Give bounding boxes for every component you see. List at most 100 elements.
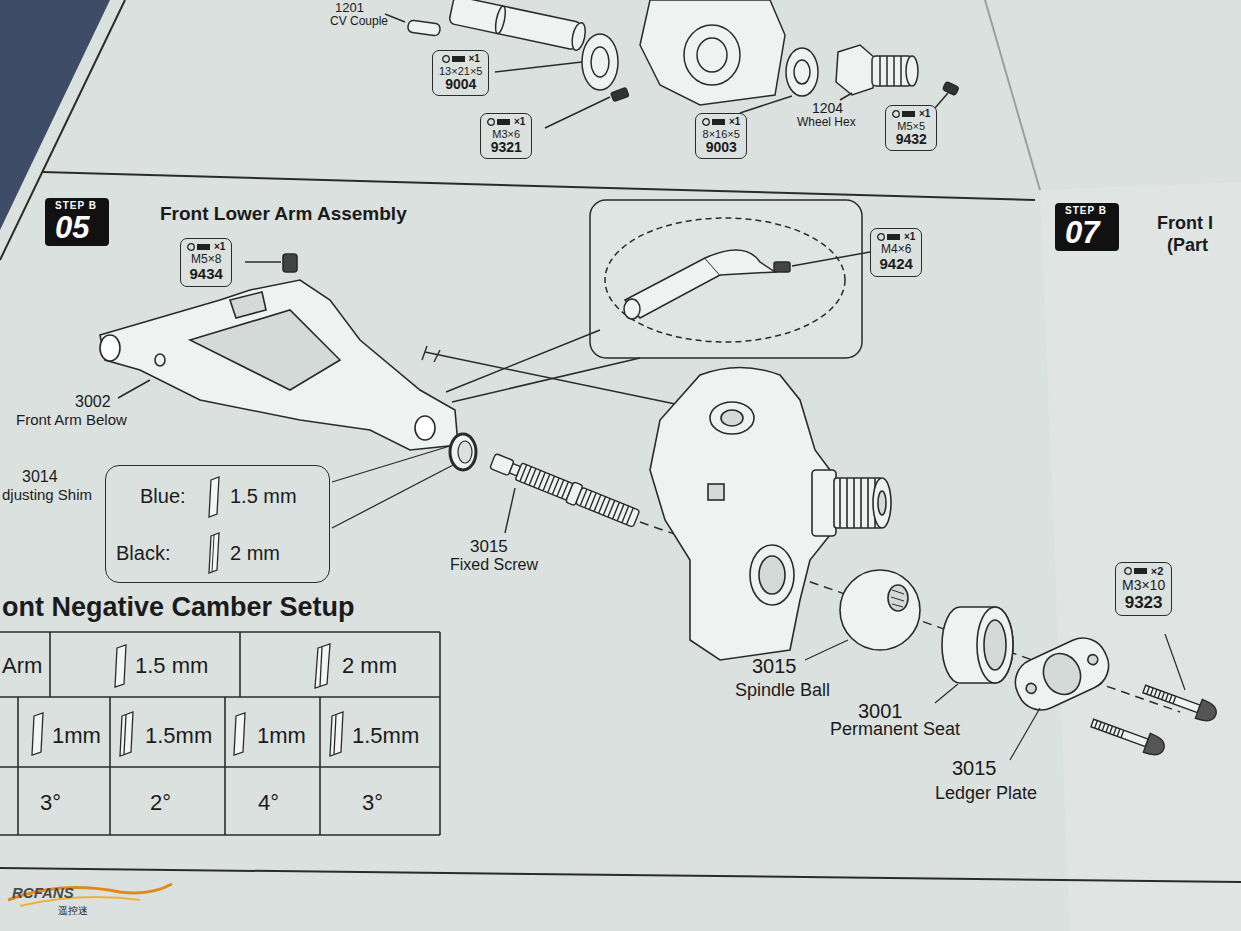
fixed-screw: [580, 489, 633, 524]
washer-icon: [703, 118, 710, 125]
table-cell: 1.5mm: [352, 723, 419, 748]
upper-step-parts: [582, 34, 618, 90]
table-cell: 2 mm: [342, 653, 397, 678]
quantity-row: ×1: [487, 116, 525, 128]
upper-step-parts: [407, 20, 440, 36]
screw-icon: [902, 111, 915, 117]
shim-icons: [32, 713, 43, 755]
step-number: 07: [1065, 217, 1107, 248]
quantity-row: ×1: [702, 116, 740, 128]
permanent-seat: [977, 607, 1013, 683]
camber-table-grid: [0, 632, 440, 835]
ledger-plate: [1008, 630, 1117, 718]
watermark-flame: [8, 884, 172, 906]
detail-callout: [624, 299, 640, 319]
step-badge: STEP B07: [1055, 203, 1119, 251]
step-tag: STEP B: [1065, 205, 1107, 217]
shim-icon: [212, 535, 214, 572]
quantity-row: ×1: [187, 241, 225, 253]
hardware-size: M4×6: [877, 243, 915, 256]
upper-step-parts: [591, 47, 609, 77]
quantity: ×2: [1151, 565, 1164, 578]
part-number: 9432: [892, 132, 930, 148]
upper-step-parts: [494, 5, 508, 34]
steering-knuckle: [840, 478, 875, 528]
quantity: ×1: [214, 241, 225, 253]
upper-step-parts: [697, 38, 727, 72]
steering-knuckle: [878, 491, 886, 515]
table-cell: 2°: [150, 790, 171, 815]
camber-table-grid: [319, 697, 321, 835]
spindle-ball: [840, 570, 920, 650]
shim-thickness: 2 mm: [230, 541, 280, 565]
steering-knuckle: [873, 478, 891, 528]
upper-step-parts: [740, 96, 792, 113]
table-cell: Arm: [2, 653, 42, 678]
table-cell: 3°: [40, 790, 61, 815]
shim-icon: [206, 532, 224, 574]
page-ground: [0, 0, 125, 260]
washer-screw-icon: [442, 54, 466, 64]
hardware-size: 8×16×5: [702, 128, 740, 140]
detail-callout: [774, 262, 790, 272]
upper-step-parts: [449, 0, 588, 51]
camber-table-grid: [239, 632, 241, 697]
page-ground: [0, 868, 1241, 882]
detail-callout: [452, 358, 640, 402]
shim-icons: [120, 712, 133, 756]
callout-number: 1201: [335, 1, 364, 16]
washer-icon: [442, 55, 449, 62]
hardware-callout-box: ×113×21×59004: [432, 50, 489, 96]
part-number: 9434: [187, 266, 225, 283]
shim-thickness: 1.5 mm: [230, 484, 297, 508]
permanent-seat: [942, 607, 1013, 683]
detail-callout: [605, 218, 845, 342]
table-cell: 3°: [362, 790, 383, 815]
steering-link: [434, 350, 440, 362]
washer-icon: [1125, 568, 1132, 575]
shim-legend-box: Blue:1.5 mmBlack:2 mm: [105, 465, 330, 583]
shim-icons: [124, 715, 126, 754]
m3x10-screws: [1089, 634, 1219, 758]
shim-icons: [330, 712, 343, 756]
shim-icons: [234, 713, 245, 755]
upper-step-parts: [943, 81, 959, 95]
m3x10-screws: [1165, 634, 1185, 690]
steering-link: [422, 346, 427, 360]
quantity-row: ×1: [892, 108, 930, 120]
table-cell: 1mm: [257, 723, 306, 748]
table-cell: 1.5 mm: [135, 653, 208, 678]
detail-callout: [446, 200, 870, 402]
part-label: Spindle Ball: [735, 680, 830, 701]
washer-screw-icon: [892, 109, 916, 119]
callout-number: 3015: [752, 655, 797, 678]
hardware-callout-box: ×18×16×59003: [695, 113, 747, 159]
camber-table-grid: [17, 697, 19, 835]
step-badge: STEP B05: [45, 198, 109, 246]
shim-icons: [115, 645, 126, 687]
steering-knuckle: [750, 545, 794, 605]
steering-knuckle: [650, 368, 830, 661]
upper-step-parts: [545, 97, 610, 128]
step-number: 05: [55, 212, 97, 243]
permanent-seat: [942, 607, 1013, 683]
screw-icon: [887, 234, 900, 240]
m3x10-screws: [1089, 714, 1167, 759]
washer-screw-icon: [702, 117, 726, 127]
front-lower-arm: [118, 380, 150, 398]
hardware-size: M5×5: [892, 120, 930, 132]
spindle-ball: [805, 570, 920, 660]
hardware-size: 13×21×5: [439, 65, 482, 77]
callout-number: 3002: [75, 393, 111, 411]
table-cell: 4°: [258, 790, 279, 815]
part-number: 9004: [439, 77, 482, 93]
quantity: ×1: [904, 231, 915, 243]
permanent-seat: [984, 620, 1006, 670]
upper-step-parts: [906, 56, 918, 86]
m3x10-screws: [1141, 680, 1219, 725]
upper-step-parts: [786, 48, 818, 96]
washer-screw-icon: [877, 232, 901, 242]
steering-link: [425, 352, 680, 405]
step-tag: STEP B: [55, 200, 97, 212]
